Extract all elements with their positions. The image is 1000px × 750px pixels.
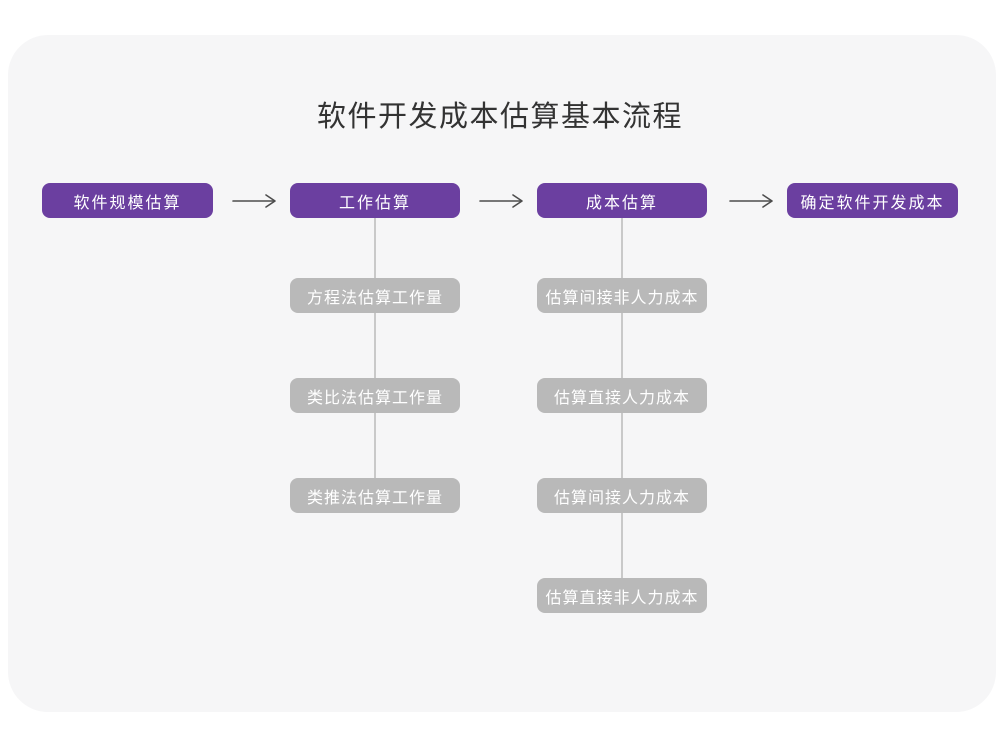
sub-node-label: 估算间接人力成本 <box>553 489 690 507</box>
sub-node-label: 方程法估算工作量 <box>306 289 443 307</box>
flow-node-determine-dev-cost: 确定软件开发成本 <box>787 183 958 218</box>
flow-node-label: 软件规模估算 <box>73 194 182 212</box>
flow-node-label: 工作估算 <box>338 194 411 212</box>
sub-node-equation-method: 方程法估算工作量 <box>290 278 460 313</box>
sub-node-label: 估算间接非人力成本 <box>545 289 699 307</box>
connector-line-work-estimation <box>374 218 376 480</box>
page-title: 软件开发成本估算基本流程 <box>316 101 683 133</box>
right-arrow-icon <box>478 192 526 210</box>
right-arrow-icon <box>231 192 279 210</box>
sub-node-direct-labor-cost: 估算直接人力成本 <box>537 378 707 413</box>
sub-node-indirect-labor-cost: 估算间接人力成本 <box>537 478 707 513</box>
sub-node-label: 类比法估算工作量 <box>306 389 443 407</box>
sub-node-label: 估算直接人力成本 <box>553 389 690 407</box>
sub-node-analogy-method: 类比法估算工作量 <box>290 378 460 413</box>
sub-node-label: 类推法估算工作量 <box>306 489 443 507</box>
flow-node-label: 确定软件开发成本 <box>800 194 945 212</box>
sub-node-label: 估算直接非人力成本 <box>545 589 699 607</box>
sub-node-extrapolation-method: 类推法估算工作量 <box>290 478 460 513</box>
flow-node-work-estimation: 工作估算 <box>290 183 460 218</box>
right-arrow-icon <box>728 192 776 210</box>
sub-node-indirect-nonlabor-cost: 估算间接非人力成本 <box>537 278 707 313</box>
flow-node-label: 成本估算 <box>585 194 658 212</box>
flow-node-software-scale-estimation: 软件规模估算 <box>42 183 213 218</box>
flowchart-card <box>8 35 996 712</box>
flow-node-cost-estimation: 成本估算 <box>537 183 707 218</box>
sub-node-direct-nonlabor-cost: 估算直接非人力成本 <box>537 578 707 613</box>
